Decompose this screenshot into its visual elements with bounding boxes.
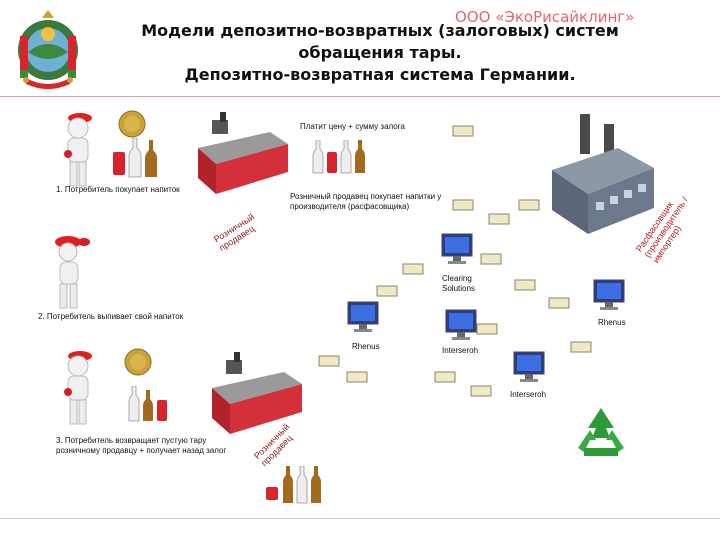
interseroh-low-label: Interseroh [510, 390, 547, 399]
consumer-drinks-label: 2. Потребитель выпивает свой напиток [38, 312, 184, 321]
monitor-icon [445, 309, 477, 340]
monitor-icon [441, 233, 473, 264]
bottle-icon [128, 138, 142, 178]
banknote-icon [452, 199, 474, 211]
monitor-icon [593, 279, 625, 310]
title-line-1: Модели депозитно-возвратных (залоговых) … [141, 21, 619, 40]
banknote-icon [476, 323, 498, 335]
bottle-icon [296, 466, 308, 504]
title-line-3: Депозитно-возвратная система Германии. [184, 65, 576, 84]
monitor-icon [347, 301, 379, 332]
banknote-icon [376, 285, 398, 297]
rhenus-left-label: Rhenus [352, 342, 380, 351]
brand-name: ООО «ЭкоРисайклинг» [455, 8, 635, 26]
bottle-icon [145, 140, 157, 177]
bottle-icon [312, 140, 324, 174]
factory-icon [552, 114, 654, 234]
consumer-buys-label: 1. Потребитель покупает напиток [56, 185, 180, 194]
person-icon [55, 236, 90, 309]
can-icon [113, 152, 125, 175]
title-line-2: обращения тары. [298, 43, 462, 62]
banknote-icon [402, 263, 424, 275]
coat-of-arms-icon [18, 10, 78, 89]
can-icon [266, 487, 278, 500]
footer-divider [0, 518, 720, 519]
consumer-returns-label: 3. Потребитель возвращает пустую тару ро… [56, 436, 227, 455]
interseroh-mid-label: Interseroh [442, 346, 479, 355]
clearing-label: Clearing Solutions [442, 274, 475, 293]
bottle-icon [143, 390, 153, 421]
bottle-icon [311, 466, 321, 503]
banknote-icon [318, 355, 340, 367]
header-divider [0, 96, 720, 97]
banknote-icon [470, 385, 492, 397]
coin-icon [118, 110, 146, 138]
can-icon [157, 400, 167, 421]
recycle-icon [578, 408, 624, 456]
banknote-icon [480, 253, 502, 265]
banknote-icon [488, 213, 510, 225]
bottle-icon [283, 466, 293, 503]
retailer-label-1: Розничный продавец [212, 211, 257, 253]
coin-icon [124, 348, 152, 376]
banknote-icon [548, 297, 570, 309]
can-icon [327, 152, 337, 173]
pays-price-label: Платит цену + сумму залога [300, 122, 405, 131]
rhenus-right-label: Rhenus [598, 318, 626, 327]
person-icon [64, 113, 92, 187]
monitor-icon [513, 351, 545, 382]
banknote-icon [518, 199, 540, 211]
banknote-icon [434, 371, 456, 383]
banknote-icon [346, 371, 368, 383]
bottle-icon [340, 140, 352, 174]
banknote-icon [452, 125, 474, 137]
page-title: Модели депозитно-возвратных (залоговых) … [100, 20, 660, 86]
bottle-icon [128, 386, 140, 422]
retailer-buys-label: Розничный продавец покупает напитки у пр… [290, 192, 442, 211]
checkout-counter-icon [198, 112, 288, 194]
banknote-icon [514, 279, 536, 291]
banknote-icon [570, 341, 592, 353]
bottle-icon [355, 140, 365, 173]
person-icon [64, 351, 92, 425]
checkout-counter-icon [212, 352, 302, 434]
